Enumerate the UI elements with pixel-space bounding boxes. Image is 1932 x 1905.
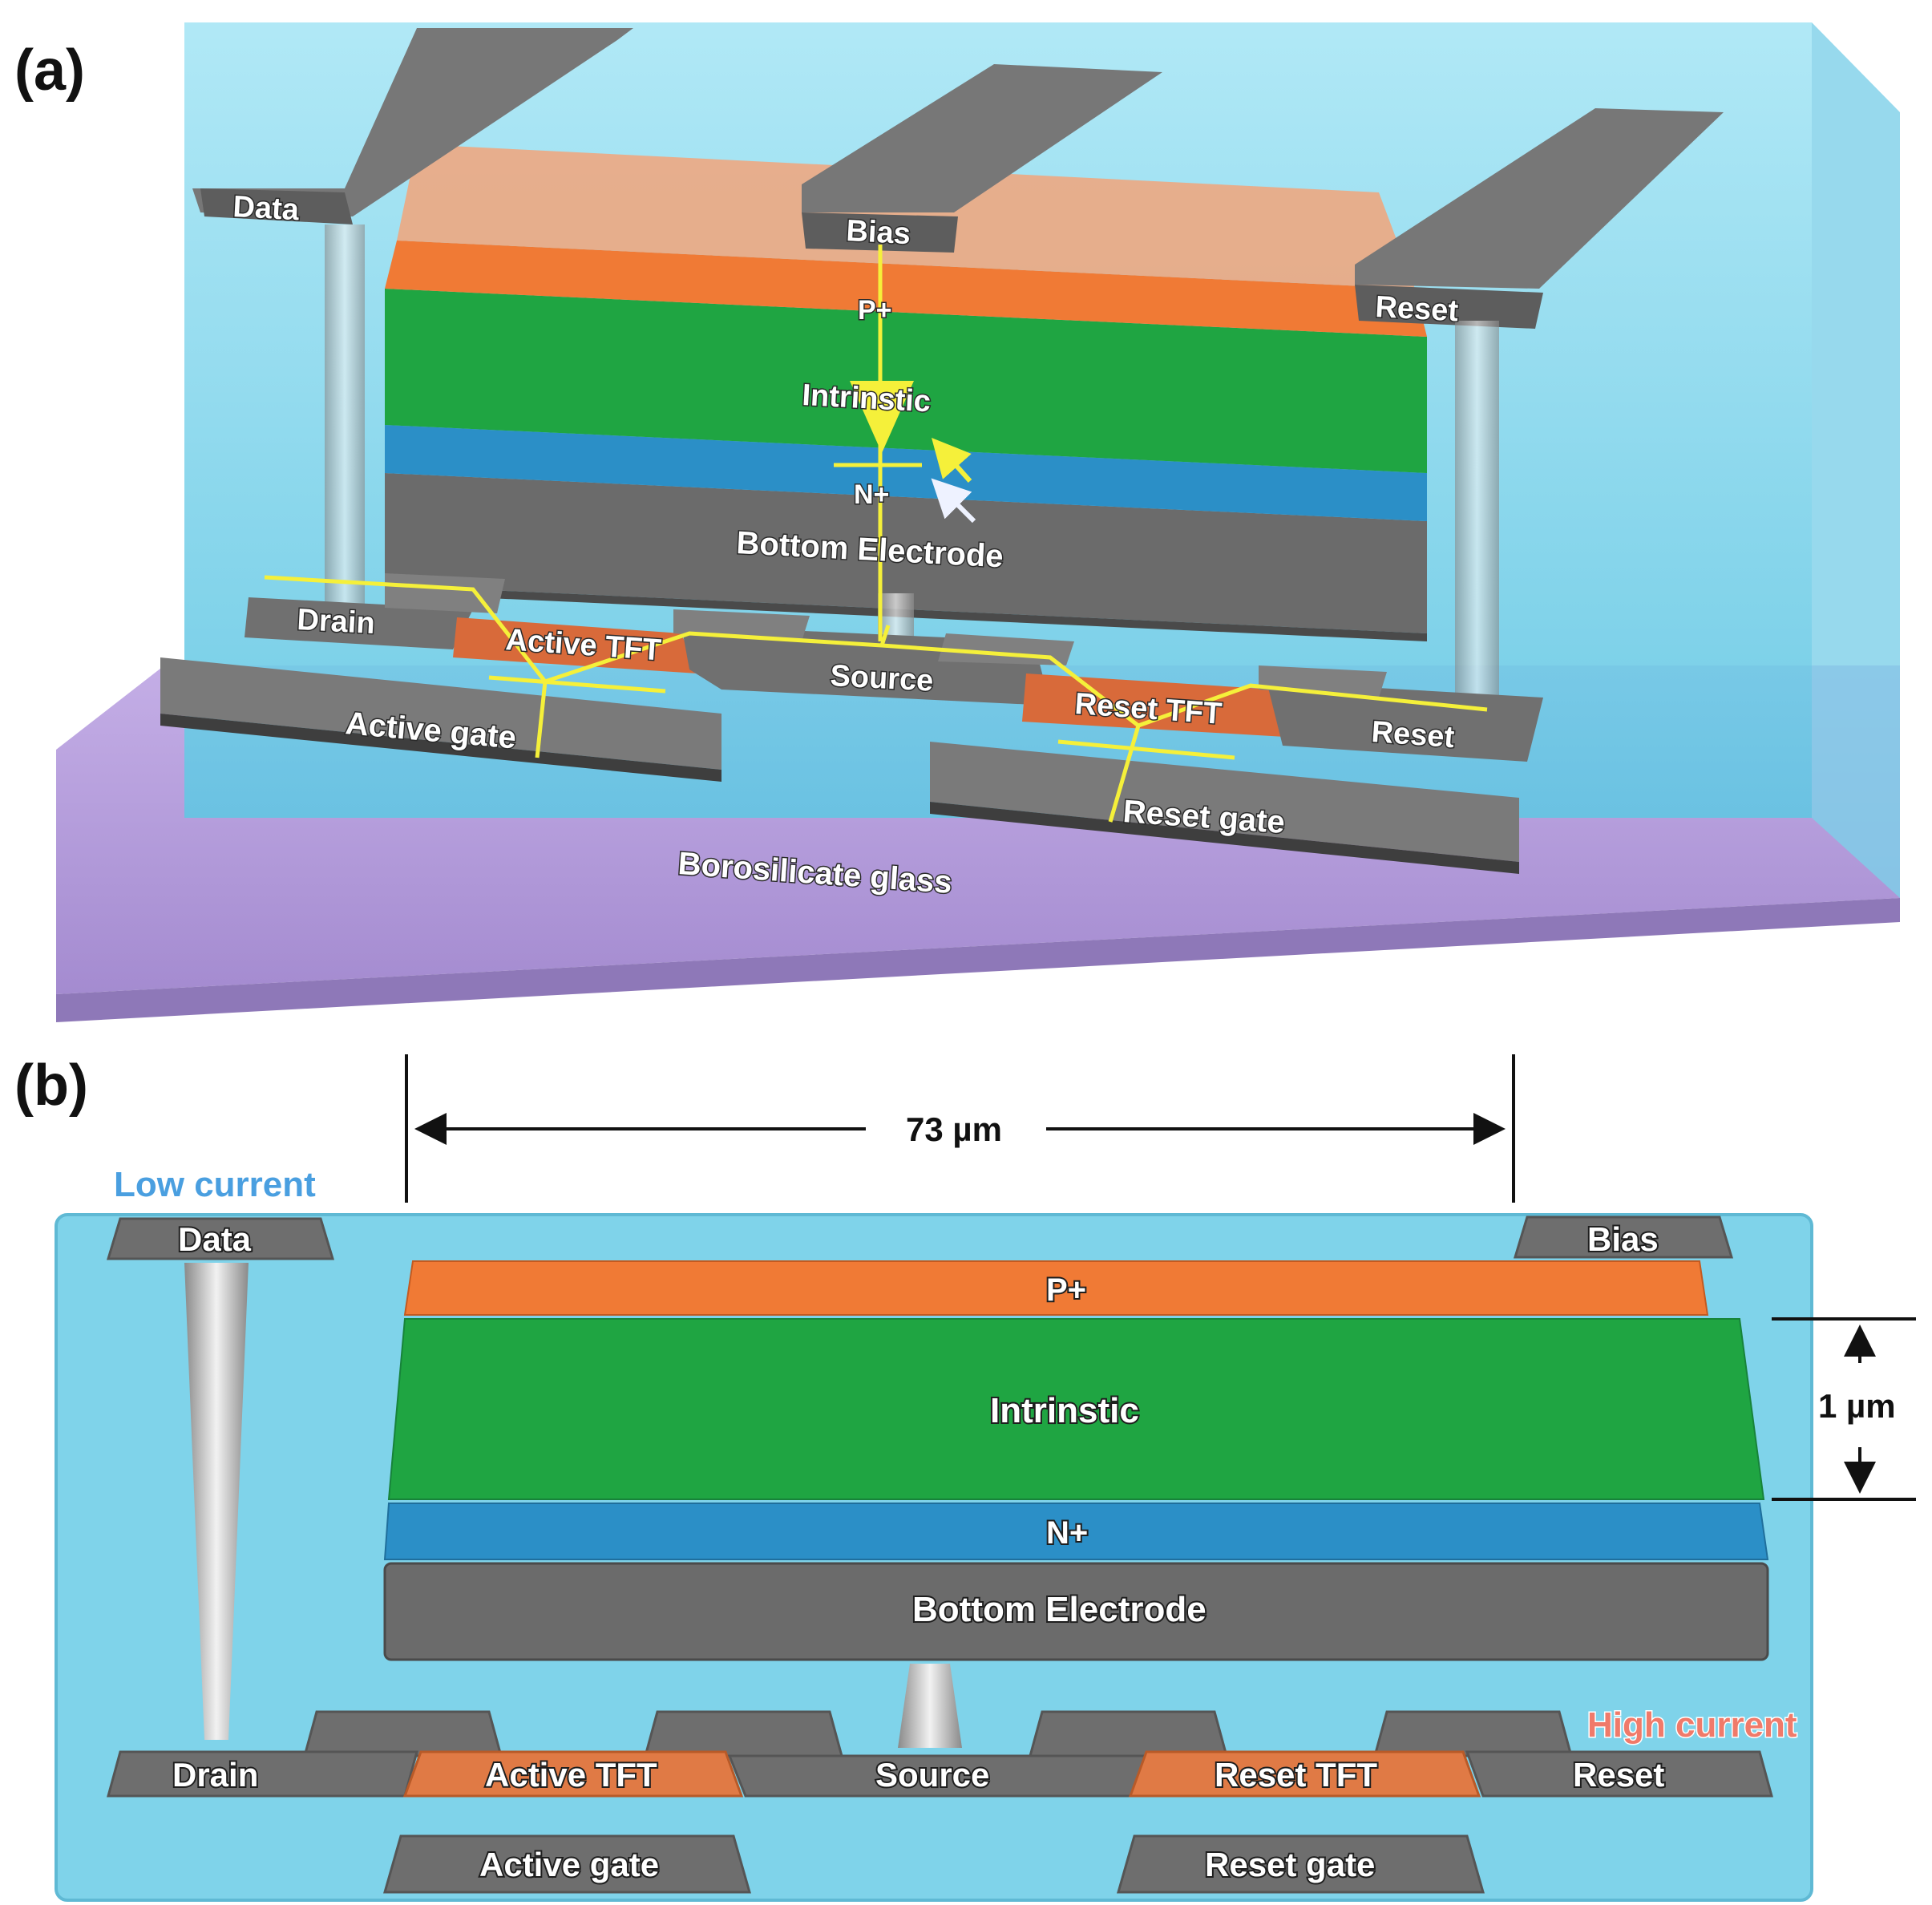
label-n-plus-b: N+ (1046, 1515, 1088, 1551)
label-n-plus-a: N+ (854, 479, 889, 510)
top-electrodes-a (192, 28, 1724, 329)
label-reset-tft-b: Reset TFT (1215, 1756, 1377, 1794)
label-data-b: Data (178, 1220, 252, 1258)
label-active-tft-b: Active TFT (485, 1756, 657, 1794)
data-electrode-b (106, 1217, 335, 1740)
photodiode-stack-b (383, 1260, 1769, 1748)
label-reset-top-a: Reset (1375, 290, 1460, 328)
label-p-plus-a: P+ (858, 295, 892, 326)
vias-a (325, 224, 1499, 706)
panel-b-tag: (b) (14, 1054, 88, 1118)
label-intrinsic-a: Intrinstic (802, 378, 932, 419)
label-reset-gate-b: Reset gate (1205, 1846, 1375, 1883)
label-high-current: High current (1587, 1705, 1797, 1745)
label-reset-b: Reset (1573, 1756, 1664, 1794)
bias-electrode-b (1513, 1215, 1734, 1259)
label-low-current: Low current (114, 1165, 316, 1204)
label-bottom-electrode-b: Bottom Electrode (912, 1590, 1206, 1629)
label-drain-a: Drain (297, 603, 376, 641)
label-thickness-dimension: 1 µm (1818, 1387, 1896, 1425)
label-active-gate-b: Active gate (479, 1846, 659, 1883)
label-reset-bottom-a: Reset (1370, 715, 1456, 754)
label-width-dimension: 73 µm (906, 1110, 1002, 1148)
tft-layer-b (107, 1710, 1773, 1894)
label-bias-b: Bias (1587, 1220, 1659, 1258)
current-path-a (264, 245, 1488, 823)
label-bias-a: Bias (846, 214, 911, 251)
label-drain-b: Drain (172, 1756, 258, 1794)
panel-a-tag: (a) (14, 38, 85, 103)
label-source-b: Source (875, 1756, 989, 1794)
label-p-plus-b: P+ (1046, 1272, 1086, 1308)
thickness-dimension (1772, 1317, 1916, 1501)
label-data-a: Data (232, 190, 301, 227)
label-source-a: Source (830, 659, 935, 698)
light-arrows-a (931, 438, 976, 524)
width-dimension (405, 1054, 1515, 1203)
label-intrinsic-b: Intrinstic (990, 1391, 1139, 1430)
